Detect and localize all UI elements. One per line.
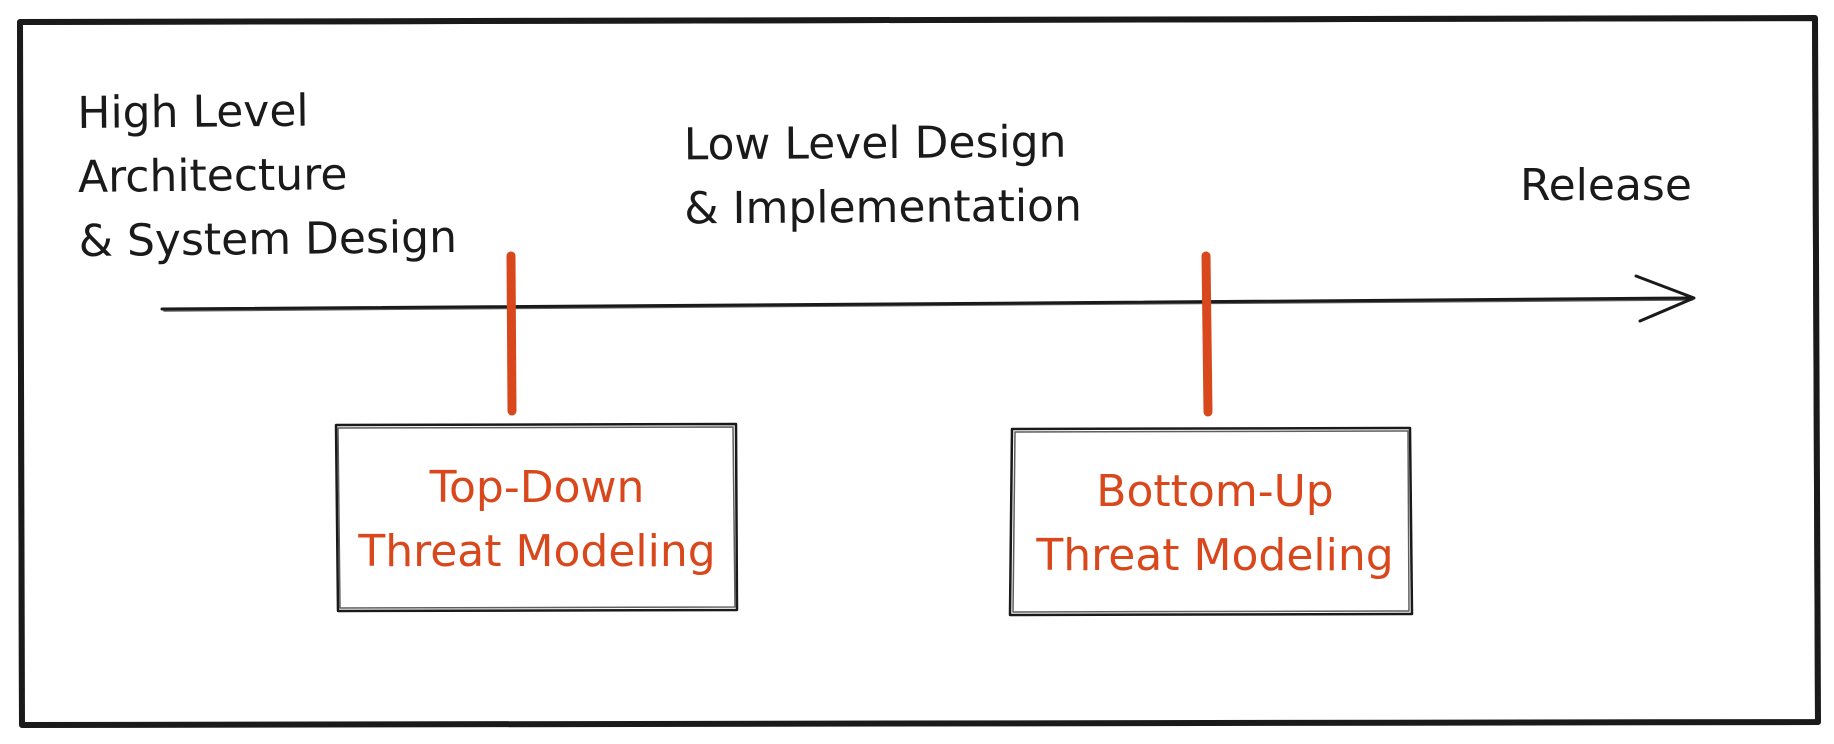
top-down-label-line1: Top-Down: [429, 462, 645, 513]
stage-label-low-level: Low Level Design & Implementation: [684, 111, 1083, 242]
milestone-marker-bottom-up: [1201, 251, 1213, 417]
stage-label-release-line1: Release: [1520, 160, 1692, 211]
stage-label-low-level-line2: & Implementation: [684, 180, 1083, 235]
stage-label-high-level-line3: & System Design: [78, 212, 458, 267]
stage-label-high-level: High Level Architecture & System Design: [77, 78, 457, 274]
arrow-head: [1634, 274, 1696, 323]
bottom-up-box: [1008, 426, 1414, 617]
milestone-markers: [506, 251, 1213, 417]
stage-label-release: Release: [1520, 154, 1692, 218]
bottom-up-threat-modeling-label: Bottom-Up Threat Modeling: [1015, 460, 1415, 588]
bottom-up-label-line1: Bottom-Up: [1096, 466, 1334, 517]
stage-label-low-level-line1: Low Level Design: [683, 116, 1067, 171]
activity-boxes: [334, 422, 1414, 617]
top-down-box: [334, 422, 739, 613]
outer-frame: [17, 15, 1821, 728]
top-down-label-line2: Threat Modeling: [358, 526, 716, 577]
bottom-up-label-line2: Threat Modeling: [1036, 530, 1394, 581]
top-down-threat-modeling-label: Top-Down Threat Modeling: [338, 456, 736, 584]
stage-label-high-level-line2: Architecture: [77, 149, 348, 203]
timeline-arrow: [160, 274, 1696, 323]
milestone-marker-top-down: [506, 251, 517, 416]
stage-label-high-level-line1: High Level: [77, 85, 309, 139]
